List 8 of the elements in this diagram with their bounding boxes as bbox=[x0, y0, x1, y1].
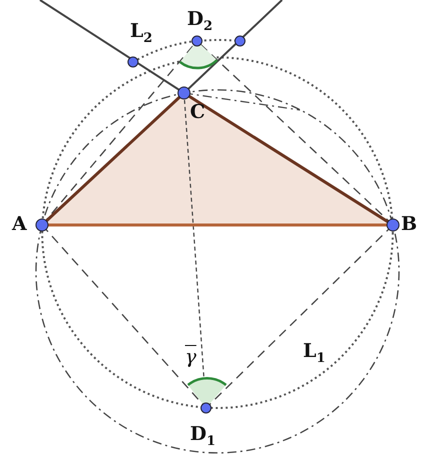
angle-label: γ bbox=[185, 348, 196, 367]
point-label: C bbox=[190, 103, 206, 122]
point-label: D$_{1}$ bbox=[190, 425, 216, 448]
point-label: A bbox=[12, 215, 27, 234]
point-label: B bbox=[401, 215, 418, 234]
locus-label: L$_{1}$ bbox=[303, 342, 326, 365]
locus-label: L$_{2}$ bbox=[130, 22, 152, 45]
point-label: D$_{2}$ bbox=[187, 10, 213, 33]
